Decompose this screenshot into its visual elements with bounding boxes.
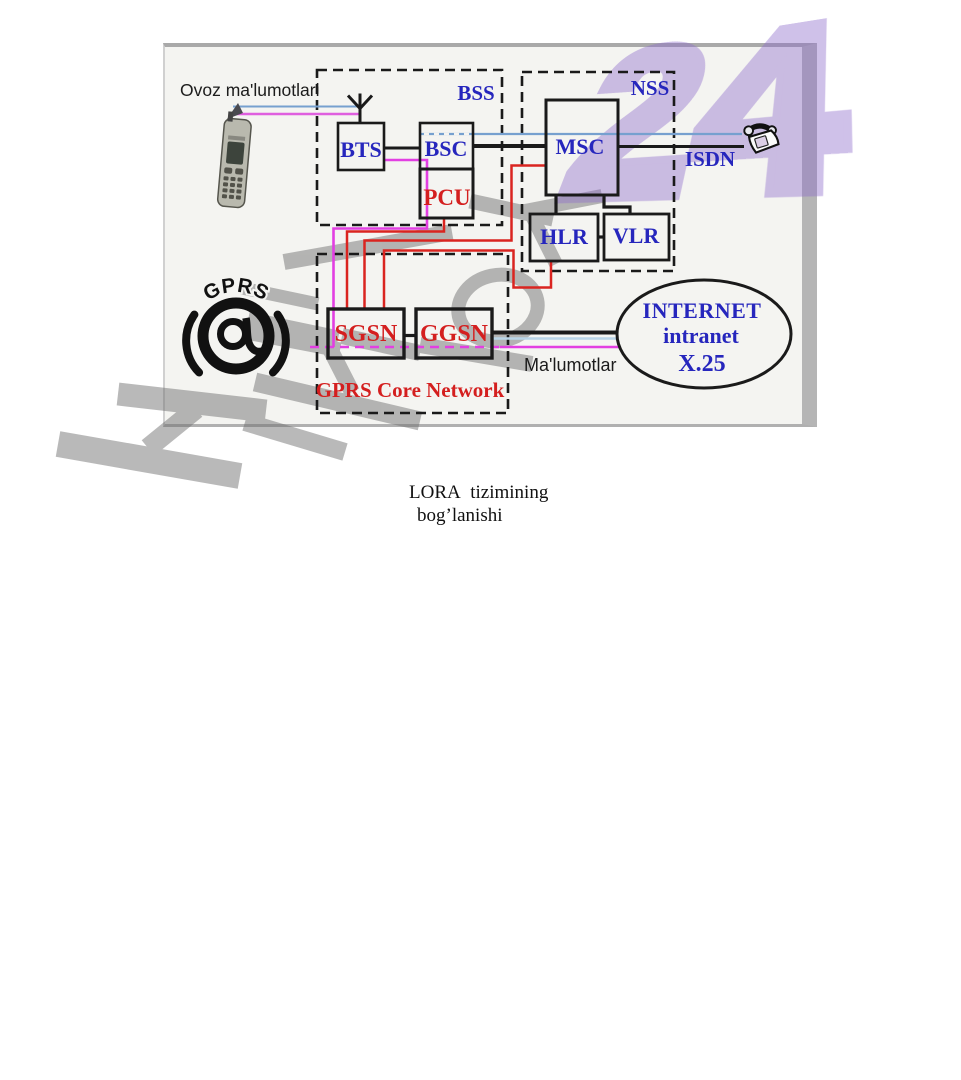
svg-text:BSC: BSC xyxy=(425,136,468,161)
svg-text:NSS: NSS xyxy=(631,76,670,100)
svg-text:BSS: BSS xyxy=(457,81,494,105)
svg-text:INTERNET: INTERNET xyxy=(643,298,762,323)
svg-text:X.25: X.25 xyxy=(678,351,725,377)
svg-text:GGSN: GGSN xyxy=(420,321,489,347)
svg-text:Ovoz ma'lumotlari: Ovoz ma'lumotlari xyxy=(180,80,320,100)
svg-text:intranet: intranet xyxy=(663,323,739,348)
svg-text:PCU: PCU xyxy=(423,185,471,210)
svg-text:Ma'lumotlar: Ma'lumotlar xyxy=(524,355,616,375)
svg-text:GPRS Core Network: GPRS Core Network xyxy=(316,378,505,402)
svg-text:MSC: MSC xyxy=(556,134,605,159)
svg-text:VLR: VLR xyxy=(613,223,661,248)
svg-text:SGSN: SGSN xyxy=(335,321,398,347)
svg-text:BTS: BTS xyxy=(340,137,382,162)
svg-text:ISDN: ISDN xyxy=(685,147,735,171)
svg-text:HLR: HLR xyxy=(540,224,589,249)
